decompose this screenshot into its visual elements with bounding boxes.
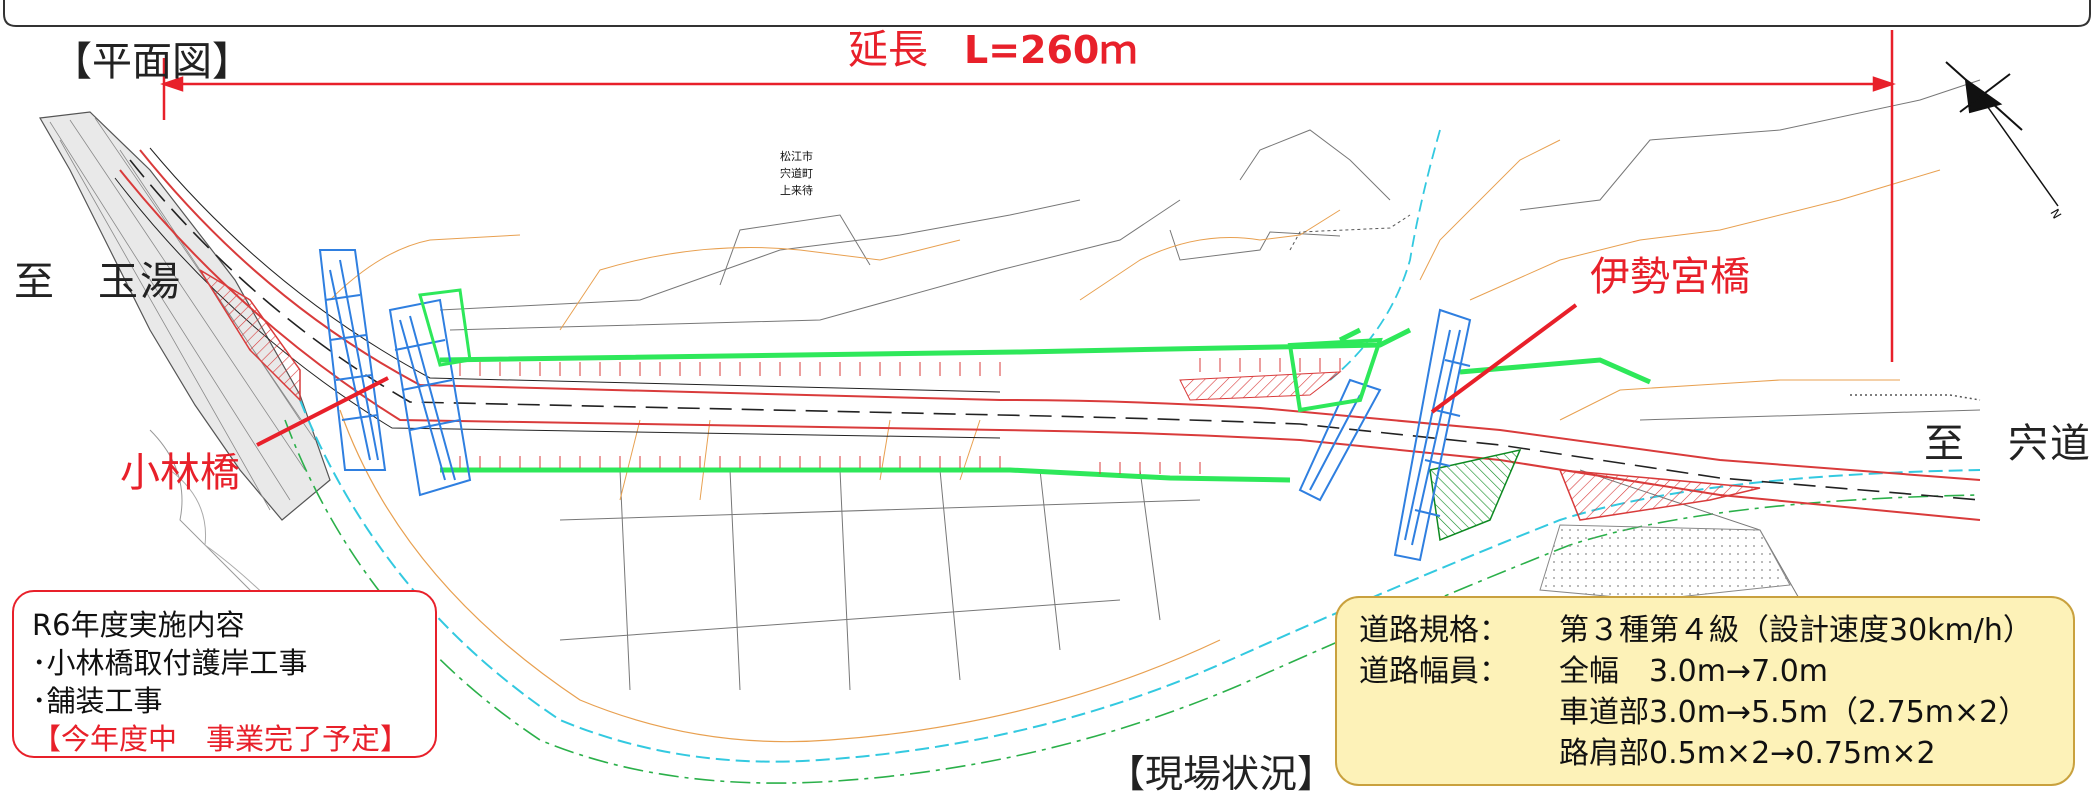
length-label: 延長 [848, 27, 928, 73]
place-name: 松江市 宍道町 上来待 [780, 148, 813, 199]
fence-line [1289, 214, 1411, 251]
work-content-item: ･小林橋取付護岸工事 [32, 646, 308, 680]
spec-width-label: 道路幅員： [1359, 654, 1509, 689]
length-annotation: 延長 L=260ｍ [848, 30, 1137, 70]
spec-width-total: 全幅 3.0m→7.0m [1559, 654, 1829, 689]
work-content-item: ･舗装工事 [32, 684, 163, 718]
spec-standard-value: 第３種第４級（設計速度30km/h） [1559, 613, 2033, 648]
place-name-district: 上来待 [780, 184, 813, 198]
dotted-zone [1539, 524, 1791, 601]
spec-standard-label: 道路規格： [1359, 613, 1509, 648]
bridge-kobayashi-abutment [418, 288, 472, 367]
bridge-kobayashi-structure [318, 249, 472, 497]
work-content-highlight: 【今年度中 事業完了予定】 [32, 722, 410, 756]
green-zone [1429, 448, 1522, 542]
length-dimension [160, 30, 1896, 362]
side-channels [439, 327, 1652, 483]
leader-ise [1430, 303, 1578, 414]
spec-width-row: 道路幅員： 全幅 3.0m→7.0m [1359, 651, 2051, 692]
spec-standard-row: 道路規格： 第３種第４級（設計速度30km/h） [1359, 610, 2051, 651]
svg-text:N: N [2047, 207, 2064, 222]
plan-heading: 【平面図】 [52, 39, 252, 85]
hatch-zone-left [199, 269, 301, 402]
road-spec-box: 道路規格： 第３種第４級（設計速度30km/h） 道路幅員： 全幅 3.0m→7… [1335, 596, 2075, 786]
bridge-kobayashi-label: 小林橋 [120, 450, 240, 496]
hatch-zone-right [1558, 469, 1761, 521]
bridge-ise-structure [1298, 308, 1472, 562]
site-status-heading: 【現場状況】 [1107, 752, 1336, 796]
spec-width-carriageway: 車道部3.0m→5.5m（2.75m×2） [1559, 695, 2029, 730]
work-content-title: R6年度実施内容 [32, 608, 245, 642]
fence-line-right [1850, 394, 1981, 401]
length-value: L=260ｍ [964, 28, 1138, 72]
direction-right-label: 至 宍道 [1924, 421, 2092, 467]
bridge-ise-abutment [1287, 337, 1383, 413]
top-frame [3, 0, 2091, 27]
hatch-zone-mid [1179, 371, 1342, 401]
bridge-ise-label: 伊勢宮橋 [1590, 254, 1750, 300]
north-arrow-icon: N [1945, 61, 2064, 222]
contour-lines [329, 139, 1941, 501]
place-name-city: 松江市 [780, 150, 813, 163]
spec-width-shoulder: 路肩部0.5m×2→0.75m×2 [1559, 736, 1936, 771]
direction-left-label: 至 玉湯 [14, 259, 182, 305]
river-upper [1329, 129, 1441, 381]
leader-kobayashi [256, 376, 389, 447]
place-name-town: 宍道町 [780, 167, 813, 181]
work-content-box: R6年度実施内容 ･小林橋取付護岸工事 ･舗装工事 【今年度中 事業完了予定】 [12, 590, 437, 758]
side-channel-ticks [459, 358, 1341, 474]
